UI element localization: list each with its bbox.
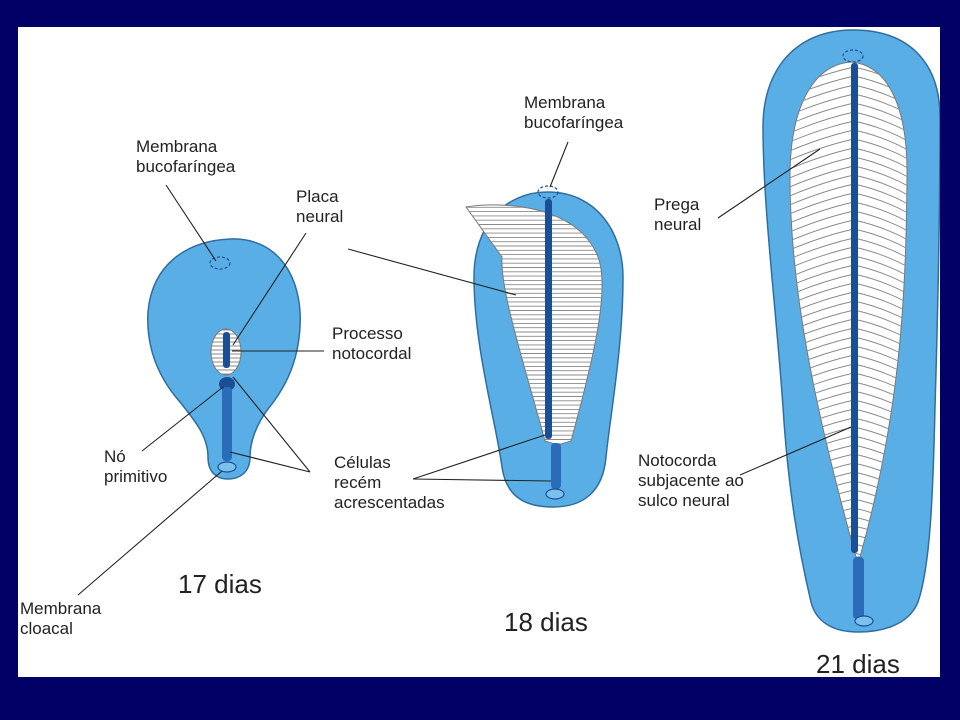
- embryo-18-days: [465, 185, 624, 508]
- embryo-17-cloacal-membrane: [217, 461, 237, 473]
- label-line: Nó: [104, 447, 126, 466]
- label-line: Membrana: [524, 93, 606, 112]
- leader-celulas-18a: [412, 434, 546, 480]
- embryo-21-days: [762, 29, 940, 633]
- embryo-18-cloacal-membrane: [545, 488, 565, 500]
- leader-celulas-17b: [229, 451, 311, 473]
- label-line: subjacente ao: [638, 471, 744, 490]
- label-line: acrescentadas: [334, 493, 445, 512]
- leader-lines: [77, 141, 852, 596]
- embryo-18-notochord: [545, 199, 552, 439]
- embryo-17-primitive-streak: [222, 387, 232, 461]
- embryo-21-cloacal-membrane: [854, 615, 874, 627]
- label-line: Processo: [332, 324, 403, 343]
- label-line: Membrana: [20, 599, 102, 618]
- embryo-diagram: [77, 29, 940, 633]
- leader-prega-neural: [717, 148, 821, 219]
- embryo-21-notochord: [851, 63, 858, 553]
- label-line: Notocorda: [638, 451, 717, 470]
- label-line: recém: [334, 473, 382, 492]
- stage-label-17-dias: 17 dias: [178, 569, 262, 599]
- label-line: neural: [296, 207, 344, 226]
- leader-membrana-buco-18: [549, 141, 569, 188]
- label-line: Células: [334, 453, 391, 472]
- leader-membrana-buco-17: [165, 184, 217, 262]
- label-line: Placa: [296, 187, 339, 206]
- embryo-17-notochordal-process: [223, 332, 230, 368]
- label-line: neural: [654, 215, 702, 234]
- label-line: cloacal: [20, 619, 73, 638]
- label-line: bucofaríngea: [524, 113, 624, 132]
- leader-notocorda: [739, 426, 852, 476]
- leader-no-primitivo: [141, 386, 224, 452]
- label-line: notocordal: [332, 344, 412, 363]
- stage-label-21-dias: 21 dias: [816, 649, 900, 677]
- leader-membrana-cloacal: [77, 470, 223, 596]
- embryo-17-buccopharyngeal-membrane: [209, 256, 231, 270]
- label-line: sulco neural: [638, 491, 730, 510]
- embryo-21-primitive-streak: [853, 557, 864, 619]
- leader-celulas-17a: [232, 376, 311, 473]
- label-line: bucofaríngea: [136, 157, 236, 176]
- leader-placa-neural-18: [347, 248, 517, 296]
- embryo-18-buccopharyngeal-membrane: [537, 185, 559, 199]
- stage-label-18-dias: 18 dias: [504, 607, 588, 637]
- embryo-17-days: [147, 238, 301, 480]
- leader-placa-neural-17: [232, 232, 307, 346]
- embryo-18-primitive-streak: [551, 443, 561, 489]
- label-line: Prega: [654, 195, 700, 214]
- label-line: Membrana: [136, 137, 218, 156]
- embryo-21-buccopharyngeal-membrane: [842, 49, 864, 63]
- leader-celulas-18b: [412, 478, 552, 482]
- label-line: primitivo: [104, 467, 168, 486]
